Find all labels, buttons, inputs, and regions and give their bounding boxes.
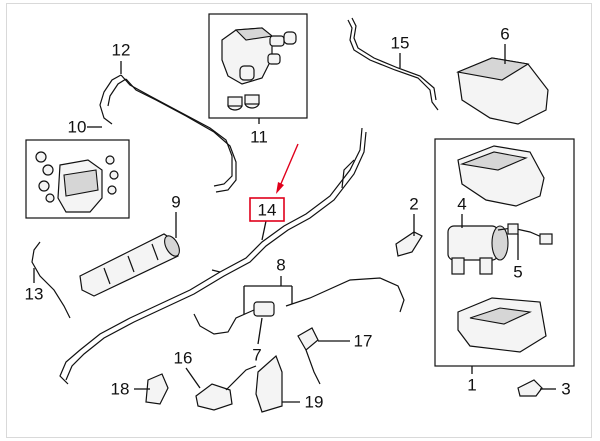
callout-14: 14 [258,201,277,220]
callout-6: 6 [500,25,509,44]
leader-7 [257,317,263,345]
callout-10: 10 [68,118,87,137]
group-box-1 [434,138,575,367]
part-14-main-line [59,127,363,385]
leader-16 [185,367,201,389]
callout-16: 16 [174,349,193,368]
part-19-bracket [255,354,283,413]
leader-8 [243,276,293,314]
part-8-line-right [285,277,405,313]
group-box-11 [208,13,308,119]
part-13-tube [31,241,71,319]
callout-13: 13 [25,285,44,304]
callout-18: 18 [111,380,130,399]
part-10-compressor-kit [35,151,119,213]
part-15-tube [347,19,439,111]
callout-9: 9 [171,193,180,212]
group-box-10 [25,139,130,219]
highlight-arrowhead [276,182,284,194]
leader-14 [261,220,267,241]
part-3-clip [517,379,543,397]
part-12-tube-b [107,78,237,193]
part-4-compressor [447,225,509,275]
part-8-line-left [193,309,255,335]
part-7-connector [253,301,275,317]
part-2-bracket [395,231,423,257]
callout-15: 15 [391,34,410,53]
callout-4: 4 [457,195,466,214]
callout-5: 5 [513,263,522,282]
part-5-wiring-harness [497,223,553,245]
part-14-branch [211,159,355,273]
part-9-reservoir [79,233,180,297]
callout-17: 17 [354,332,373,351]
image-frame [6,3,592,438]
callout-11: 11 [250,128,268,147]
part-11-valve-block [221,27,297,111]
highlight-arrow [279,143,299,187]
callout-1: 1 [467,376,476,395]
callout-2: 2 [409,195,418,214]
part-14-main-line-b [65,131,367,381]
part-17-height-sensor [297,327,321,385]
part-12-tube [99,74,233,187]
callout-19: 19 [305,393,324,412]
highlight-box-14 [249,197,285,222]
part-6-cover-top [456,57,530,81]
callout-3: 3 [561,380,570,399]
part-16-sensor-arm [195,365,257,411]
part-1-tray [457,297,547,353]
callout-8: 8 [276,256,285,275]
callout-7: 7 [252,346,261,365]
callout-12: 12 [112,41,131,60]
part-18-bracket [145,373,169,405]
part-15-tube-b [351,17,437,101]
